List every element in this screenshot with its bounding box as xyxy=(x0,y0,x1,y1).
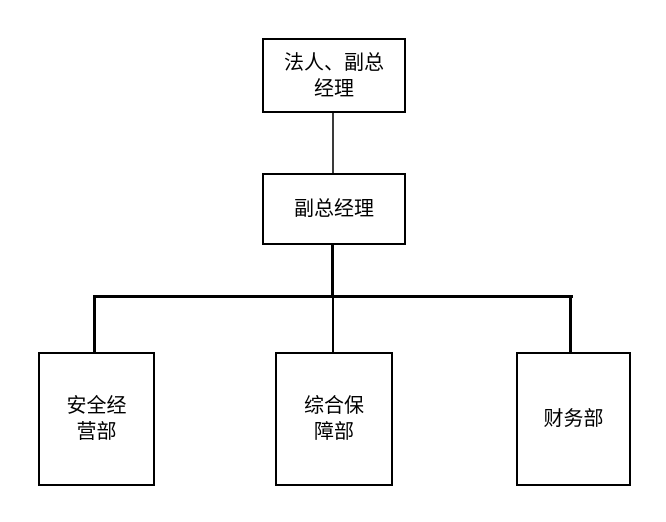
org-node-legal-deputy-gm: 法人、副总 经理 xyxy=(262,38,406,113)
org-node-label-line: 营部 xyxy=(76,421,117,443)
org-node-label-line: 法人、副总 xyxy=(284,51,384,74)
connector-drop-safety-dept xyxy=(93,295,96,352)
connector-drop-finance-dept xyxy=(569,295,572,352)
org-node-label-line: 财务部 xyxy=(543,408,604,430)
org-node-label-line: 综合保 xyxy=(304,395,364,417)
org-node-comprehensive-support-dept: 综合保 障部 xyxy=(275,352,393,486)
connector-root-to-deputy xyxy=(332,113,334,173)
org-node-deputy-gm: 副总经理 xyxy=(262,173,406,245)
org-node-safety-operations-dept: 安全经 营部 xyxy=(38,352,155,486)
org-node-label-line: 障部 xyxy=(314,421,354,443)
connector-deputy-to-bus xyxy=(331,245,334,296)
org-node-finance-dept: 财务部 xyxy=(516,352,631,486)
org-node-label-line: 经理 xyxy=(314,77,354,100)
connector-horizontal-bus xyxy=(93,295,573,298)
connector-drop-support-dept xyxy=(332,298,334,352)
org-node-label-line: 安全经 xyxy=(66,395,127,417)
org-node-label-line: 副总经理 xyxy=(294,198,374,220)
